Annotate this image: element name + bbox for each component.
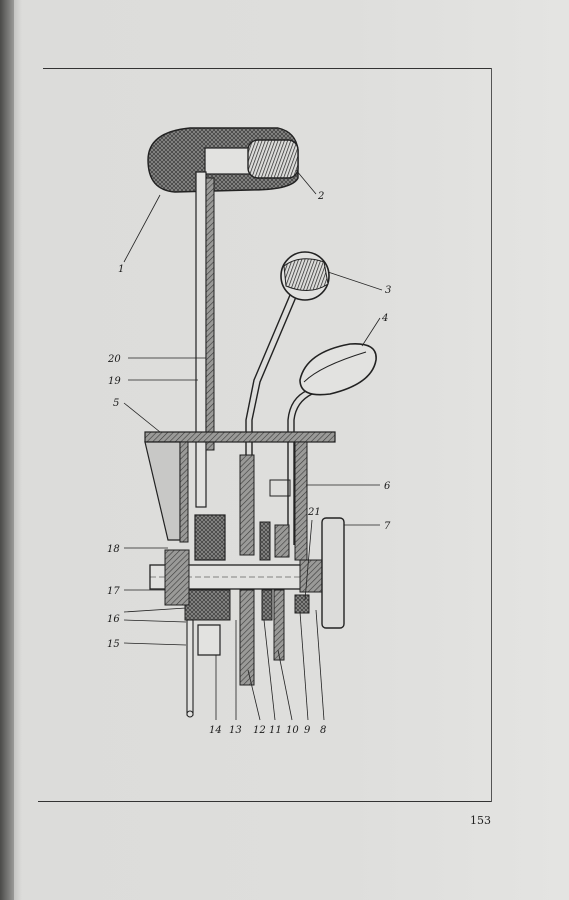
label-10: 10	[286, 725, 299, 736]
label-8: 8	[320, 725, 326, 736]
page-number: 153	[470, 814, 491, 827]
label-4: 4	[381, 313, 388, 324]
label-11: 11	[269, 725, 282, 736]
label-1: 1	[118, 264, 124, 275]
lever-rods	[195, 171, 215, 508]
main-shaft	[149, 517, 345, 629]
label-7: 7	[384, 521, 391, 532]
label-2: 2	[317, 191, 324, 202]
label-14: 14	[209, 725, 222, 736]
label-18: 18	[107, 544, 120, 555]
lower-rod	[186, 619, 194, 718]
binding-shadow	[0, 0, 14, 900]
oval-knob-lever	[287, 343, 377, 545]
label-20: 20	[107, 354, 121, 365]
label-16: 16	[107, 614, 120, 625]
label-12: 12	[253, 725, 266, 736]
gear-stack	[184, 454, 290, 686]
label-15: 15	[107, 639, 120, 650]
label-3: 3	[385, 285, 391, 296]
bottom-rule	[38, 801, 491, 802]
right-rule	[491, 68, 492, 802]
label-5: 5	[113, 398, 119, 409]
label-21: 21	[307, 507, 321, 518]
housing-body	[144, 431, 336, 561]
top-handle-grip	[147, 127, 299, 193]
label-19: 19	[108, 376, 121, 387]
top-rule	[43, 68, 491, 69]
label-13: 13	[229, 725, 242, 736]
label-9: 9	[304, 725, 311, 736]
ball-knob-lever	[245, 251, 330, 545]
leader-lines	[123, 169, 383, 721]
label-17: 17	[107, 586, 120, 597]
label-6: 6	[384, 481, 391, 492]
